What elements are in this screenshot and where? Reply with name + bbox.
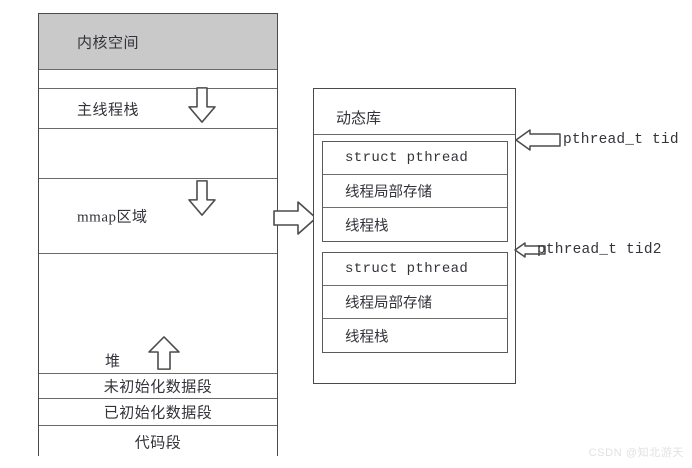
memory-row-label-init-data-segment: 已初始化数据段 <box>103 405 213 422</box>
memory-row-text-segment: 代码段 <box>39 426 277 457</box>
pthread-tid-1-left-arrow-icon <box>514 128 562 152</box>
thread-row-thread-local-storage-2: 线程局部存储 <box>323 286 507 319</box>
mmap-growth-down-arrow-icon <box>187 179 217 217</box>
thread-row-thread-stack-2: 线程栈 <box>323 319 507 352</box>
memory-row-gap-1 <box>39 70 277 89</box>
memory-row-gap-2 <box>39 129 277 179</box>
csdn-watermark: CSDN @知北游天 <box>588 447 684 459</box>
annotation-pthread-tid-1: pthread_t tid <box>563 132 679 148</box>
thread-row-label-thread-stack-2: 线程栈 <box>345 329 389 345</box>
memory-row-label-kernel-space: 内核空间 <box>77 35 140 51</box>
thread-row-label-struct-pthread-2: struct pthread <box>345 261 469 277</box>
memory-row-label-main-thread-stack: 主线程栈 <box>77 102 140 118</box>
dynamic-library-box: 动态库 struct pthread 线程局部存储 线程栈 struct pth… <box>313 88 516 384</box>
memory-row-label-heap: 堆 <box>105 354 121 370</box>
memory-row-heap: 堆 <box>39 254 277 374</box>
pthread-tid-2-left-arrow-icon <box>513 241 547 259</box>
memory-row-main-thread-stack: 主线程栈 <box>39 86 277 129</box>
thread-row-label-thread-local-storage-2: 线程局部存储 <box>345 295 432 312</box>
thread-row-label-thread-local-storage-1: 线程局部存储 <box>345 184 432 201</box>
stack-growth-down-arrow-icon <box>187 86 217 124</box>
thread-row-label-thread-stack-1: 线程栈 <box>345 218 389 234</box>
memory-row-kernel-space: 内核空间 <box>39 14 277 70</box>
memory-row-mmap-region: mmap区域 <box>39 179 277 254</box>
dynamic-library-title-divider <box>314 134 515 135</box>
memory-row-label-uninit-data-segment: 未初始化数据段 <box>103 379 213 396</box>
thread-row-label-struct-pthread-1: struct pthread <box>345 150 469 166</box>
thread-row-struct-pthread-1: struct pthread <box>323 142 507 175</box>
memory-row-init-data-segment: 已初始化数据段 <box>39 399 277 426</box>
thread-block-1: struct pthread 线程局部存储 线程栈 <box>322 141 508 242</box>
heap-growth-up-arrow-icon <box>147 335 181 371</box>
process-memory-layout: 内核空间 主线程栈 mmap区域 堆 <box>38 13 278 457</box>
memory-row-uninit-data-segment: 未初始化数据段 <box>39 374 277 399</box>
memory-row-label-text-segment: 代码段 <box>134 435 182 451</box>
thread-row-struct-pthread-2: struct pthread <box>323 253 507 286</box>
mmap-to-library-right-arrow-icon <box>272 200 318 236</box>
memory-row-label-mmap-region: mmap区域 <box>77 209 148 226</box>
thread-row-thread-stack-1: 线程栈 <box>323 208 507 241</box>
dynamic-library-title: 动态库 <box>336 111 382 127</box>
thread-block-2: struct pthread 线程局部存储 线程栈 <box>322 252 508 353</box>
thread-row-thread-local-storage-1: 线程局部存储 <box>323 175 507 208</box>
annotation-pthread-tid-2: pthread_t tid2 <box>537 242 662 258</box>
